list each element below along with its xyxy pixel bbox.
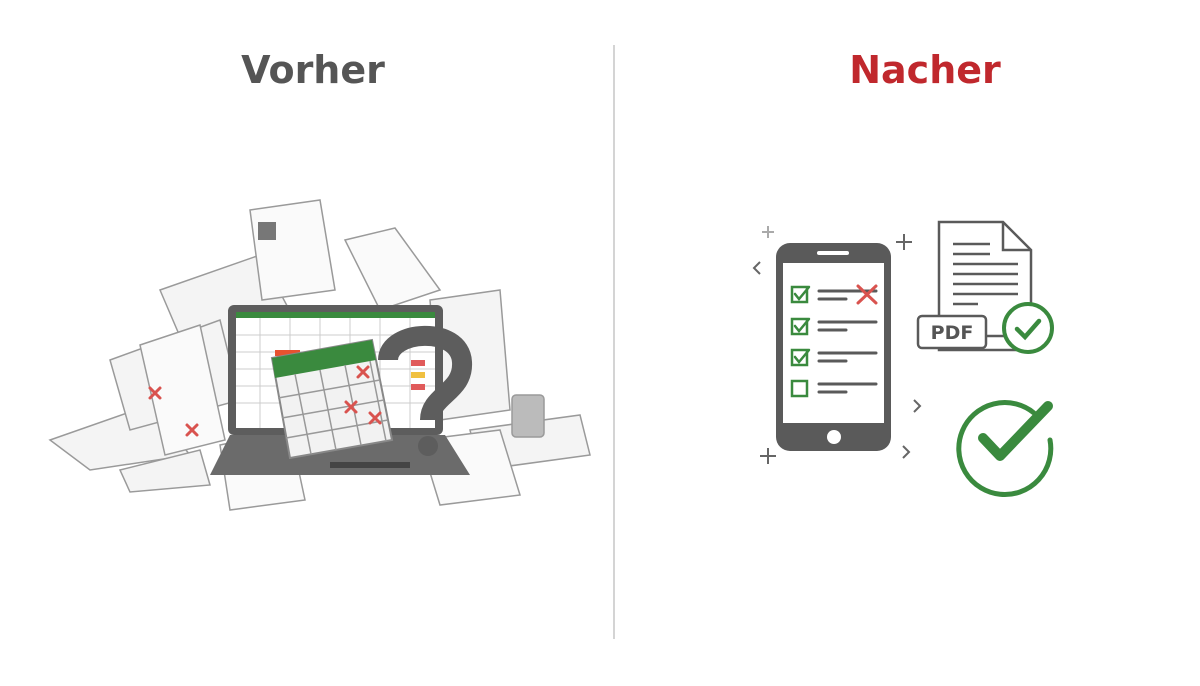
checklist bbox=[790, 284, 878, 398]
calendar-icon bbox=[148, 338, 394, 460]
pdf-label: PDF bbox=[931, 322, 974, 344]
question-mark-icon bbox=[378, 325, 472, 456]
before-title: Vorher bbox=[241, 48, 385, 92]
divider bbox=[613, 45, 615, 639]
smartphone-icon bbox=[776, 243, 891, 451]
after-title: Nacher bbox=[849, 48, 1001, 92]
checkmark-circle-icon bbox=[956, 400, 1054, 497]
x-mark-icon bbox=[856, 284, 878, 305]
sparkle-decorations bbox=[752, 226, 922, 464]
pdf-document-icon: PDF bbox=[916, 220, 1054, 354]
x-mark-icon bbox=[148, 365, 382, 437]
